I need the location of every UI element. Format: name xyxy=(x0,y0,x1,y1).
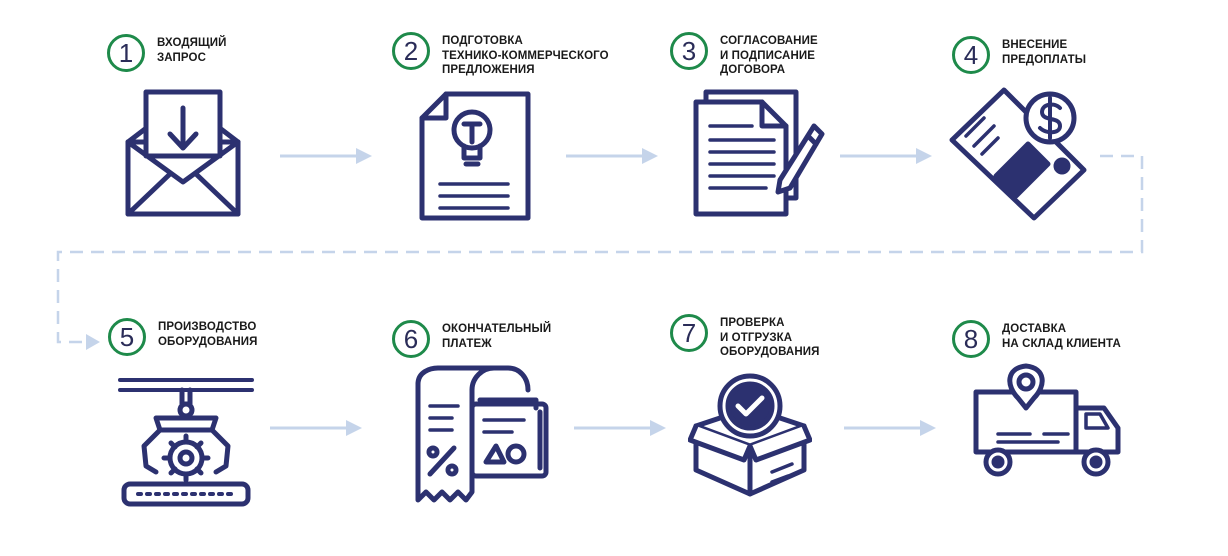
flow-arrow xyxy=(844,420,936,436)
truck-location-icon xyxy=(973,363,1121,477)
box-check-icon xyxy=(688,373,812,497)
card-dollar-icon xyxy=(949,87,1087,221)
step-2-header: 2 ПОДГОТОВКА ТЕХНИКО-КОММЕРЧЕСКОГО ПРЕДЛ… xyxy=(392,32,609,78)
step-7-header: 7 ПРОВЕРКА И ОТГРУЗКА ОБОРУДОВАНИЯ xyxy=(670,314,819,360)
step-1-header: 1 ВХОДЯЩИЙ ЗАПРОС xyxy=(107,34,227,72)
step-number-badge: 5 xyxy=(108,318,146,356)
step-title: ДОСТАВКА НА СКЛАД КЛИЕНТА xyxy=(1002,323,1121,350)
step-5-header: 5 ПРОИЗВОДСТВО ОБОРУДОВАНИЯ xyxy=(108,318,257,356)
step-title: ПРОИЗВОДСТВО ОБОРУДОВАНИЯ xyxy=(158,321,258,348)
flow-arrow xyxy=(270,420,362,436)
document-lightbulb-icon xyxy=(419,91,531,221)
step-8-header: 8 ДОСТАВКА НА СКЛАД КЛИЕНТА xyxy=(952,320,1121,358)
step-title: ВНЕСЕНИЕ ПРЕДОПЛАТЫ xyxy=(1002,39,1087,66)
step-4-header: 4 ВНЕСЕНИЕ ПРЕДОПЛАТЫ xyxy=(952,36,1086,74)
step-number-badge: 3 xyxy=(670,32,708,70)
step-number-badge: 1 xyxy=(107,34,145,72)
flow-arrow xyxy=(840,148,932,164)
flow-arrow xyxy=(574,420,666,436)
step-3-header: 3 СОГЛАСОВАНИЕ И ПОДПИСАНИЕ ДОГОВОРА xyxy=(670,32,818,78)
step-number-badge: 4 xyxy=(952,36,990,74)
receipt-percent-icon xyxy=(415,365,549,503)
step-number-badge: 6 xyxy=(392,320,430,358)
step-title: ОКОНЧАТЕЛЬНЫЙ ПЛАТЕЖ xyxy=(442,323,552,350)
step-title: ПОДГОТОВКА ТЕХНИКО-КОММЕРЧЕСКОГО ПРЕДЛОЖ… xyxy=(442,35,609,76)
step-number-badge: 7 xyxy=(670,314,708,352)
robot-gear-icon xyxy=(118,378,254,507)
step-number-badge: 8 xyxy=(952,320,990,358)
flow-arrow xyxy=(280,148,372,164)
step-title: СОГЛАСОВАНИЕ И ПОДПИСАНИЕ ДОГОВОРА xyxy=(720,35,818,76)
step-title: ПРОВЕРКА И ОТГРУЗКА ОБОРУДОВАНИЯ xyxy=(720,317,820,358)
step-number-badge: 2 xyxy=(392,32,430,70)
contract-pen-icon xyxy=(693,89,825,217)
flow-arrow xyxy=(566,148,658,164)
envelope-download-icon xyxy=(125,89,241,217)
step-6-header: 6 ОКОНЧАТЕЛЬНЫЙ ПЛАТЕЖ xyxy=(392,320,551,358)
step-title: ВХОДЯЩИЙ ЗАПРОС xyxy=(157,37,227,64)
